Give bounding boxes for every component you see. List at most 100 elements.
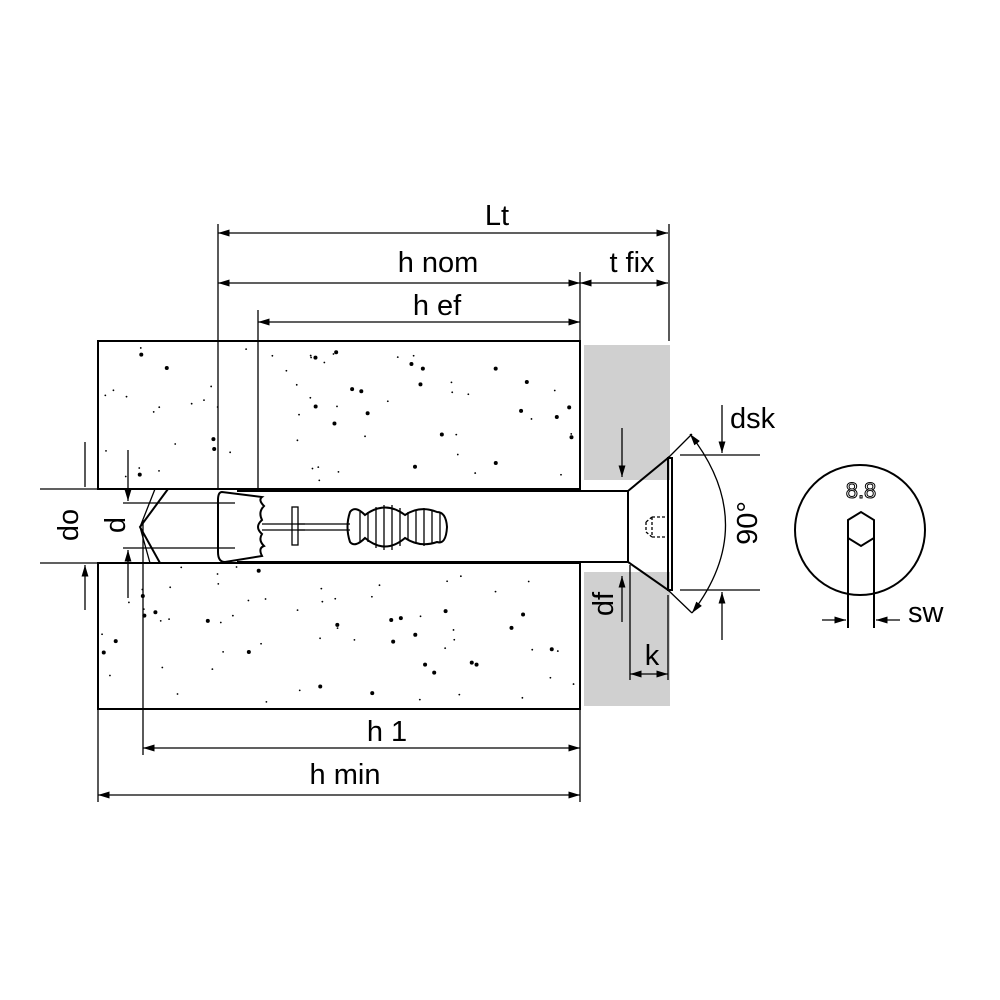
speckle (190, 402, 193, 405)
speckle (309, 396, 312, 399)
speckle (296, 609, 299, 612)
speckle (334, 597, 337, 600)
speckle (309, 354, 312, 357)
speckle (439, 432, 444, 437)
speckle (353, 638, 356, 641)
speckle (359, 389, 364, 394)
speckle (391, 639, 396, 644)
speckle (453, 638, 456, 641)
speckle (313, 355, 318, 360)
speckle (137, 472, 142, 477)
speckle (320, 587, 323, 590)
speckle (168, 618, 170, 621)
speckle (271, 354, 274, 357)
speckle (336, 405, 338, 408)
speckle (128, 601, 130, 604)
label-sw: sw (908, 597, 945, 629)
speckle (412, 464, 417, 469)
speckle (549, 676, 552, 679)
label-d: d (100, 517, 132, 533)
speckle (104, 394, 107, 397)
label-do: do (53, 509, 85, 541)
speckle (334, 350, 339, 355)
concrete-speckles (101, 347, 575, 703)
label-h-nom: h nom (398, 247, 479, 279)
label-lt: Lt (485, 200, 509, 232)
speckle (337, 470, 340, 473)
speckle (560, 473, 562, 476)
speckle (455, 433, 458, 436)
speckle (458, 693, 461, 696)
speckle (530, 418, 533, 420)
fixture-upper (584, 345, 670, 480)
speckle (318, 479, 321, 482)
speckle (101, 650, 106, 655)
speckle (321, 600, 324, 603)
speckle (211, 437, 216, 442)
bolt-head-view: 8.8 (794, 464, 926, 628)
speckle (158, 406, 161, 409)
speckle (459, 575, 462, 578)
speckle (229, 451, 232, 454)
label-df: df (588, 591, 620, 616)
speckle (335, 622, 340, 627)
dim-angle-arc (689, 433, 727, 614)
speckle (265, 700, 268, 703)
speckle (494, 590, 497, 593)
speckle (365, 411, 370, 416)
speckle (152, 411, 155, 413)
speckle (101, 633, 103, 636)
speckle (264, 598, 267, 600)
speckle (443, 609, 448, 614)
speckle (212, 447, 217, 452)
speckle (509, 625, 514, 630)
speckle (323, 361, 326, 364)
label-k: k (645, 640, 660, 672)
speckle (180, 566, 183, 569)
speckle (159, 619, 162, 622)
speckle (211, 668, 214, 671)
speckle (396, 356, 399, 358)
speckle (420, 366, 425, 371)
speckle (205, 618, 210, 623)
speckle (444, 647, 447, 650)
speckle (364, 435, 366, 438)
speckle (222, 651, 225, 653)
speckle (409, 362, 414, 367)
speckle (527, 580, 530, 583)
speckle (216, 573, 219, 575)
speckle (567, 405, 572, 410)
speckle (569, 435, 574, 440)
speckle (452, 629, 455, 631)
speckle (398, 616, 403, 621)
speckle (556, 650, 559, 652)
speckle (125, 395, 128, 398)
label-angle: 90° (732, 501, 764, 545)
speckle (531, 648, 534, 651)
dim-d (123, 450, 235, 598)
speckle (553, 389, 556, 392)
speckle (572, 683, 575, 685)
speckle (313, 404, 318, 409)
speckle (350, 387, 355, 392)
fixture-lower (584, 572, 670, 706)
speckle (139, 352, 144, 357)
speckle (231, 614, 234, 617)
speckle (219, 621, 222, 624)
speckle (317, 466, 320, 469)
speckle (519, 408, 524, 413)
speckle (432, 670, 437, 675)
speckle (109, 674, 111, 677)
speckle (138, 467, 141, 469)
speckle (298, 689, 301, 692)
speckle (203, 399, 205, 401)
speckle (450, 381, 453, 384)
speckle (176, 693, 179, 695)
speckle (469, 660, 474, 665)
speckle (105, 449, 107, 452)
speckle (298, 413, 300, 416)
speckle (419, 615, 422, 618)
speckle (386, 400, 389, 403)
speckle (153, 610, 158, 615)
speckle (451, 391, 454, 394)
